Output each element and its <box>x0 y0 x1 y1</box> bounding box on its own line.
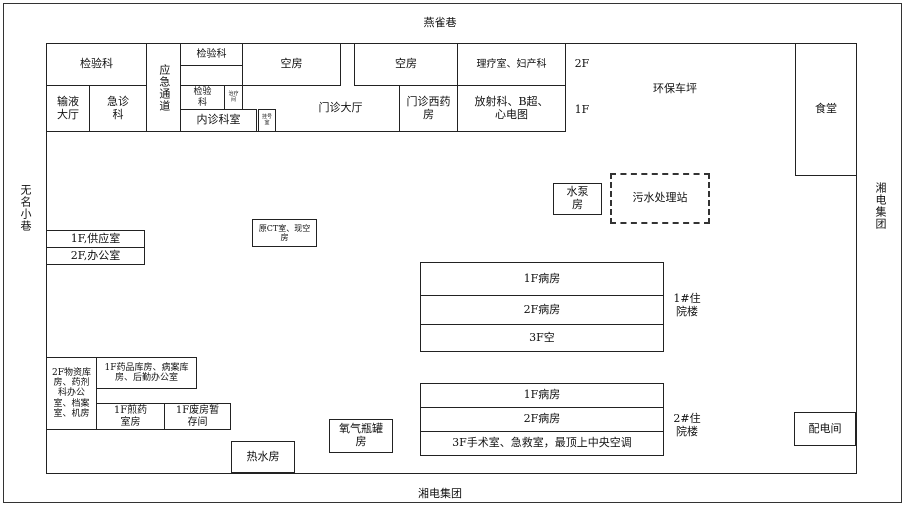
room-lab-small-bottom: 检验科 <box>180 85 225 110</box>
floor-label-2f: 2F <box>574 57 590 70</box>
room-emergency-dept: 急诊科 <box>89 85 147 132</box>
room-water-pump: 水泵房 <box>553 183 602 215</box>
room-sewage-station: 污水处理站 <box>610 173 710 224</box>
room-tiny-1: 治疗间 <box>224 85 243 110</box>
room-lab-small-top: 检验科 <box>180 43 243 66</box>
road-bottom-label: 湘电集团 <box>418 487 462 500</box>
room-inpatient-dept: 内诊科室 <box>180 109 257 132</box>
room-waste-storage: 1F废房暂存间 <box>164 403 231 430</box>
room-drug-storage: 1F药品库房、病案库房、后勤办公室 <box>96 357 197 389</box>
room-outpatient-pharmacy: 门诊西药房 <box>399 85 458 132</box>
room-power: 配电间 <box>794 412 856 446</box>
road-top-label: 燕雀巷 <box>423 16 457 29</box>
room-emergency-passage: 应急通道 <box>146 43 181 132</box>
room-chinese-pharmacy: 1F煎药室房 <box>96 403 165 430</box>
room-materials: 2F物资库房、药剂科办公室、档案室、机房 <box>46 357 97 430</box>
ward1-2f: 2F病房 <box>420 295 664 325</box>
room-hot-water: 热水房 <box>231 441 295 473</box>
room-canteen: 食堂 <box>795 43 857 176</box>
ward1-1f: 1F病房 <box>420 262 664 296</box>
ward2-2f: 2F病房 <box>420 407 664 432</box>
room-empty-2: 空房 <box>354 43 458 86</box>
building2-label: 2#住院楼 <box>673 412 701 439</box>
outer-frame <box>3 3 902 503</box>
room-supply: 1F,供应室 <box>46 230 145 248</box>
room-infusion-hall: 输液大厅 <box>46 85 90 132</box>
room-lab: 检验科 <box>46 43 147 86</box>
road-right-label: 湘电集团 <box>874 182 887 230</box>
floor-label-1f: 1F <box>574 103 590 116</box>
room-physio-obgyn: 理疗室、妇产科 <box>457 43 566 86</box>
room-radiology: 放射科、B超、心电图 <box>457 85 566 132</box>
road-left-label: 无名小巷 <box>19 184 32 232</box>
ward1-3f: 3F空 <box>420 324 664 352</box>
room-emergency-passage-label: 应急通道 <box>157 63 171 112</box>
room-empty-1: 空房 <box>242 43 341 86</box>
room-oxygen: 氧气瓶罐房 <box>329 419 393 453</box>
ward2-3f: 3F手术室、急救室，最顶上中央空调 <box>420 431 664 456</box>
building1-label: 1#住院楼 <box>673 292 701 319</box>
room-outpatient-hall: 门诊大厅 <box>242 85 400 132</box>
room-office: 2F,办公室 <box>46 247 145 265</box>
room-former-ct: 原CT室、现空房 <box>252 219 317 247</box>
ward2-1f: 1F病房 <box>420 383 664 408</box>
area-eco-parking: 环保车坪 <box>653 82 697 95</box>
